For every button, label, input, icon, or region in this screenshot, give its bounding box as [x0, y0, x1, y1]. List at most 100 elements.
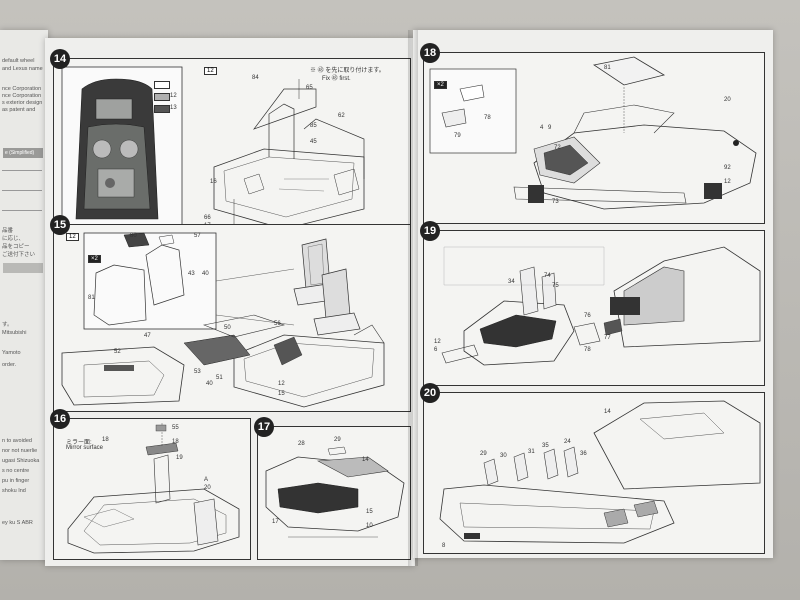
- instruction-page-right: 18 ×2 81 78 72 73 79 92 4 9 20 12 19 34 …: [413, 30, 773, 558]
- part-number: 92: [724, 165, 731, 171]
- part-number: 29: [480, 451, 487, 457]
- part-number: 62: [338, 113, 345, 119]
- strip-divider: [2, 190, 42, 191]
- part-number: 36: [580, 451, 587, 457]
- part-number: 85: [310, 123, 317, 129]
- strip-text: 品番: [2, 228, 14, 234]
- instruction-page-left: 14 12 12 13 ※ ㊸ を先に取り付けます。 Fix ㊸ first. …: [45, 38, 415, 566]
- paint-ref: 13: [170, 105, 177, 111]
- step-16-diagram: [67, 423, 240, 554]
- strip-text: ugasi Shizuoka: [2, 458, 40, 464]
- strip-text: shoku Ind: [2, 488, 26, 494]
- step-number-17: 17: [254, 417, 274, 437]
- step-15-panel: 15 12 ×2 80 81 57 43 40 50 56 51 52 53 4…: [50, 215, 411, 412]
- step-16-panel: 16 ミラー面: Mirror surface 55 18 19 A 18 20: [50, 409, 251, 560]
- paint-ref: 47: [144, 333, 151, 339]
- part-number: 78: [484, 115, 491, 121]
- strip-text: and Lexus name: [2, 66, 43, 72]
- paint-ref: 16: [210, 179, 217, 185]
- paint-ref: 9: [548, 125, 552, 131]
- strip-text: pu in finger: [2, 478, 30, 484]
- part-number: 77: [604, 335, 611, 341]
- paint-code-badge: 12: [66, 233, 79, 241]
- strip-text: s exterior design: [2, 100, 43, 106]
- step-19-panel: 19 34 74 75 76 77 78 12 6: [420, 221, 765, 386]
- strip-text: Yamoto: [2, 350, 21, 356]
- book-gutter: [408, 30, 418, 566]
- strip-bar: [3, 263, 43, 273]
- strip-text: nce Corporation: [2, 86, 42, 92]
- part-number: 81: [88, 295, 95, 301]
- part-number: 55: [172, 425, 179, 431]
- step-17-diagram: [265, 446, 405, 538]
- part-number: 40: [206, 381, 213, 387]
- step-14-diagram: [61, 66, 365, 232]
- part-number: 74: [544, 273, 551, 279]
- multiplier-badge: ×2: [434, 81, 447, 89]
- paint-swatch-grey: [154, 93, 170, 101]
- step-number-18: 18: [420, 43, 440, 63]
- part-number: 28: [298, 441, 305, 447]
- paint-ref: 8: [442, 543, 446, 549]
- part-number: 43: [188, 271, 195, 277]
- step-number-19: 19: [420, 221, 440, 241]
- previous-page-edge: default wheel and Lexus name nce Corpora…: [0, 30, 48, 560]
- part-number: 79: [454, 133, 461, 139]
- part-number: 51: [216, 375, 223, 381]
- paint-ref: 12: [724, 179, 731, 185]
- note-jp: ミラー面:: [66, 440, 92, 446]
- strip-divider: [2, 210, 42, 211]
- step-18-diagram: [429, 56, 757, 210]
- part-number: 84: [252, 75, 259, 81]
- part-number: 53: [194, 369, 201, 375]
- part-number: 24: [564, 439, 571, 445]
- strip-text: に応じ、: [2, 236, 25, 242]
- strip-text: 品をコピー: [2, 244, 30, 250]
- part-number: 31: [528, 449, 535, 455]
- step-15-diagram: [61, 232, 385, 408]
- step-number-20: 20: [420, 383, 440, 403]
- step-20-diagram: [439, 400, 761, 544]
- step-19-diagram: [441, 246, 761, 366]
- strip-text: default wheel: [2, 58, 35, 64]
- part-number: 14: [362, 457, 369, 463]
- paint-swatch-dark: [154, 105, 170, 113]
- step-number-15: 15: [50, 215, 70, 235]
- step-number-14: 14: [50, 49, 70, 69]
- strip-text: as patent and: [2, 107, 36, 113]
- multiplier-badge: ×2: [88, 255, 101, 263]
- strip-text: n to avoided: [2, 438, 32, 444]
- paint-ref: 15: [366, 509, 373, 515]
- part-number: 72: [554, 145, 561, 151]
- part-number: 73: [552, 199, 559, 205]
- part-number: 75: [552, 283, 559, 289]
- part-number: 40: [202, 271, 209, 277]
- strip-text: Mitsubishi: [2, 330, 27, 336]
- paint-ref: 12: [434, 339, 441, 345]
- paint-swatch-light: [154, 81, 170, 89]
- part-number: A: [204, 477, 209, 483]
- paint-ref: 20: [204, 485, 211, 491]
- strip-text: nor not nuerlie: [2, 448, 38, 454]
- part-number: 35: [542, 443, 549, 449]
- paint-ref: 17: [272, 519, 279, 525]
- part-number: 18: [172, 439, 179, 445]
- paint-ref: 6: [434, 347, 438, 353]
- strip-heading: e (Simplified): [3, 148, 43, 158]
- paint-ref: 12: [170, 93, 177, 99]
- part-number: 34: [508, 279, 515, 285]
- strip-text: ご送付下さい: [2, 252, 36, 258]
- part-number: 65: [306, 85, 313, 91]
- step-17-panel: 17 28 29 14 17 15 10: [254, 417, 411, 560]
- strip-text: nce Corporation: [2, 93, 42, 99]
- part-number: 19: [176, 455, 183, 461]
- strip-text: s no centre: [2, 468, 30, 474]
- note-en: Mirror surface: [66, 445, 104, 451]
- part-number: 50: [224, 325, 231, 331]
- part-number: 29: [334, 437, 341, 443]
- paint-ref: 18: [102, 437, 109, 443]
- step-18-panel: 18 ×2 81 78 72 73 79 92 4 9 20 12: [420, 43, 765, 224]
- paint-ref: 15: [278, 391, 285, 397]
- step-14-panel: 14 12 12 13 ※ ㊸ を先に取り付けます。 Fix ㊸ first. …: [50, 49, 411, 240]
- part-number: 30: [500, 453, 507, 459]
